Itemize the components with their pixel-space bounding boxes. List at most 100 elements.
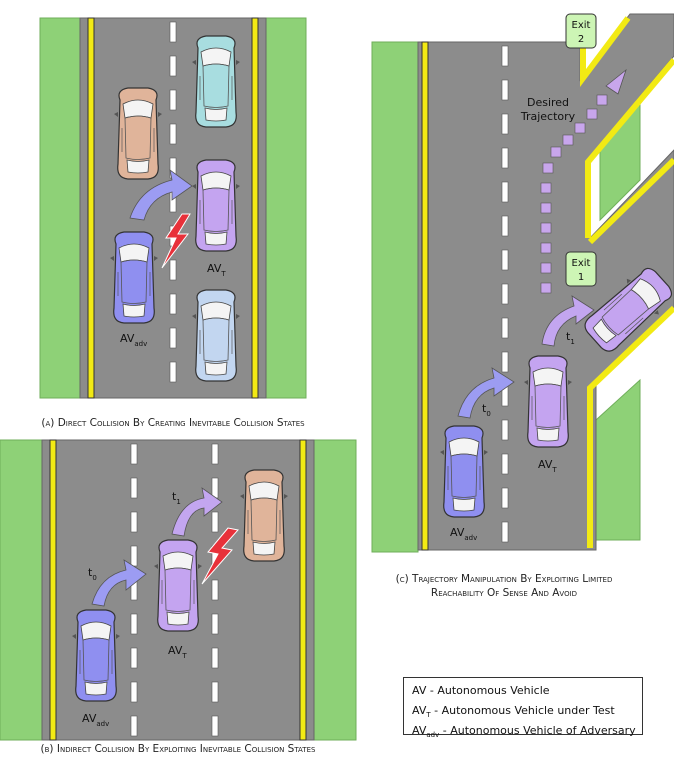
grass-right	[265, 17, 307, 399]
lane-dash	[130, 681, 138, 703]
lane-dash	[211, 477, 219, 499]
adversary-car	[109, 231, 159, 324]
target-label: AVT	[207, 262, 226, 278]
trajectory-dot	[562, 134, 574, 146]
trajectory-dot	[550, 146, 562, 158]
edge-line-left	[87, 17, 95, 399]
grass-left	[0, 439, 43, 741]
legend-box: AV - Autonomous Vehicle AVT - Autonomous…	[403, 677, 643, 740]
maneuver-arrow-t1	[171, 487, 223, 537]
desired-trajectory	[540, 94, 608, 294]
grass-right	[313, 439, 357, 741]
edge-line-exit1	[587, 157, 674, 245]
edge-line-exit2-right	[585, 58, 674, 238]
cyan-car	[191, 35, 241, 128]
t1-label: t1	[172, 490, 181, 506]
lane-dash	[169, 123, 177, 145]
svg-text:Exit: Exit	[572, 258, 591, 269]
trajectory-dot	[540, 202, 552, 214]
adversary-label: AVadv	[82, 712, 109, 728]
lane-dash	[169, 293, 177, 315]
trajectory-dot	[540, 262, 552, 274]
lane-dash	[169, 259, 177, 281]
exit-sign-2: Exit 2	[565, 13, 597, 49]
lane-dash	[501, 147, 509, 169]
panel-c: Exit 2 Exit 1 Desired Trajectory t0 t1 A…	[371, 13, 674, 553]
lightblue-car	[191, 289, 241, 382]
trajectory-dot	[586, 108, 598, 120]
lane-dash	[501, 113, 509, 135]
maneuver-arrow-t0	[91, 559, 147, 607]
adversary-label: AVadv	[450, 526, 477, 542]
lane-dash	[501, 317, 509, 339]
legend-line-3: AVadv - Autonomous Vehicle of Adversary	[412, 724, 636, 740]
trajectory-dot	[540, 242, 552, 254]
adversary-label: AVadv	[120, 332, 147, 348]
lane-dash	[169, 55, 177, 77]
trajectory-dot	[542, 162, 554, 174]
lane-dash	[211, 511, 219, 533]
trajectory-dot	[540, 282, 552, 294]
lane-dash	[501, 419, 509, 441]
lane-dash	[130, 477, 138, 499]
lane-dash	[501, 215, 509, 237]
lane-dash	[130, 443, 138, 465]
lane-dash	[169, 21, 177, 43]
lane-dash	[130, 647, 138, 669]
panel-b: t0 t1 AVT AVadv	[0, 439, 357, 741]
panel-a: AVT AVadv	[39, 17, 307, 399]
legend-line-1: AV - Autonomous Vehicle	[412, 684, 550, 697]
edge-line-exit2-left	[580, 16, 631, 87]
trajectory-dot	[540, 222, 552, 234]
lane-dash	[130, 715, 138, 737]
lane-dash	[501, 283, 509, 305]
lane-dash	[501, 453, 509, 475]
t0-label: t0	[482, 402, 491, 418]
caption-c-line2: Reachability Of Sense And Avoid	[430, 587, 578, 599]
trajectory-arrowhead	[605, 68, 627, 95]
lane-dash	[501, 181, 509, 203]
target-label: AVT	[168, 644, 187, 660]
collision-lightning-icon	[201, 527, 239, 585]
caption-b: (b) Indirect Collision By Exploiting Ine…	[40, 743, 316, 755]
exit-sign-1: Exit 1	[565, 251, 597, 287]
collision-lightning-icon	[161, 213, 191, 269]
lane-dash	[211, 579, 219, 601]
lane-dash	[501, 487, 509, 509]
lane-dash	[130, 545, 138, 567]
legend-line-2: AVT - Autonomous Vehicle under Test	[412, 704, 615, 720]
maneuver-arrow	[129, 169, 193, 221]
edge-line-right-bottom	[587, 305, 674, 548]
lane-dash	[211, 613, 219, 635]
orange-car	[113, 87, 163, 180]
lane-dash	[501, 351, 509, 373]
lane-divider-2	[211, 443, 219, 737]
desired-trajectory-label: Desired	[527, 96, 569, 109]
lane-dash	[130, 613, 138, 635]
adversary-car	[439, 425, 489, 518]
lane-dash	[501, 521, 509, 543]
maneuver-arrow-t1	[541, 295, 595, 347]
maneuver-arrow-t0	[457, 367, 515, 419]
edge-line-left	[421, 41, 429, 551]
grass-right-bottom	[595, 378, 641, 541]
lane-dash	[501, 79, 509, 101]
target-car	[523, 355, 573, 448]
target-car	[153, 539, 203, 632]
lane-dash	[501, 249, 509, 271]
lane-dash	[169, 327, 177, 349]
target-car	[191, 159, 241, 252]
lane-dash	[130, 511, 138, 533]
edge-line-right	[299, 439, 307, 741]
target-label: AVT	[538, 458, 557, 474]
lane-dash	[501, 45, 509, 67]
desired-trajectory-label-2: Trajectory	[520, 110, 576, 123]
grass-left	[371, 41, 419, 553]
orange-car	[239, 469, 289, 562]
trajectory-dot	[574, 122, 586, 134]
svg-text:Exit: Exit	[572, 20, 591, 31]
lane-dash	[211, 443, 219, 465]
trajectory-dot	[540, 182, 552, 194]
t1-label: t1	[566, 330, 575, 346]
